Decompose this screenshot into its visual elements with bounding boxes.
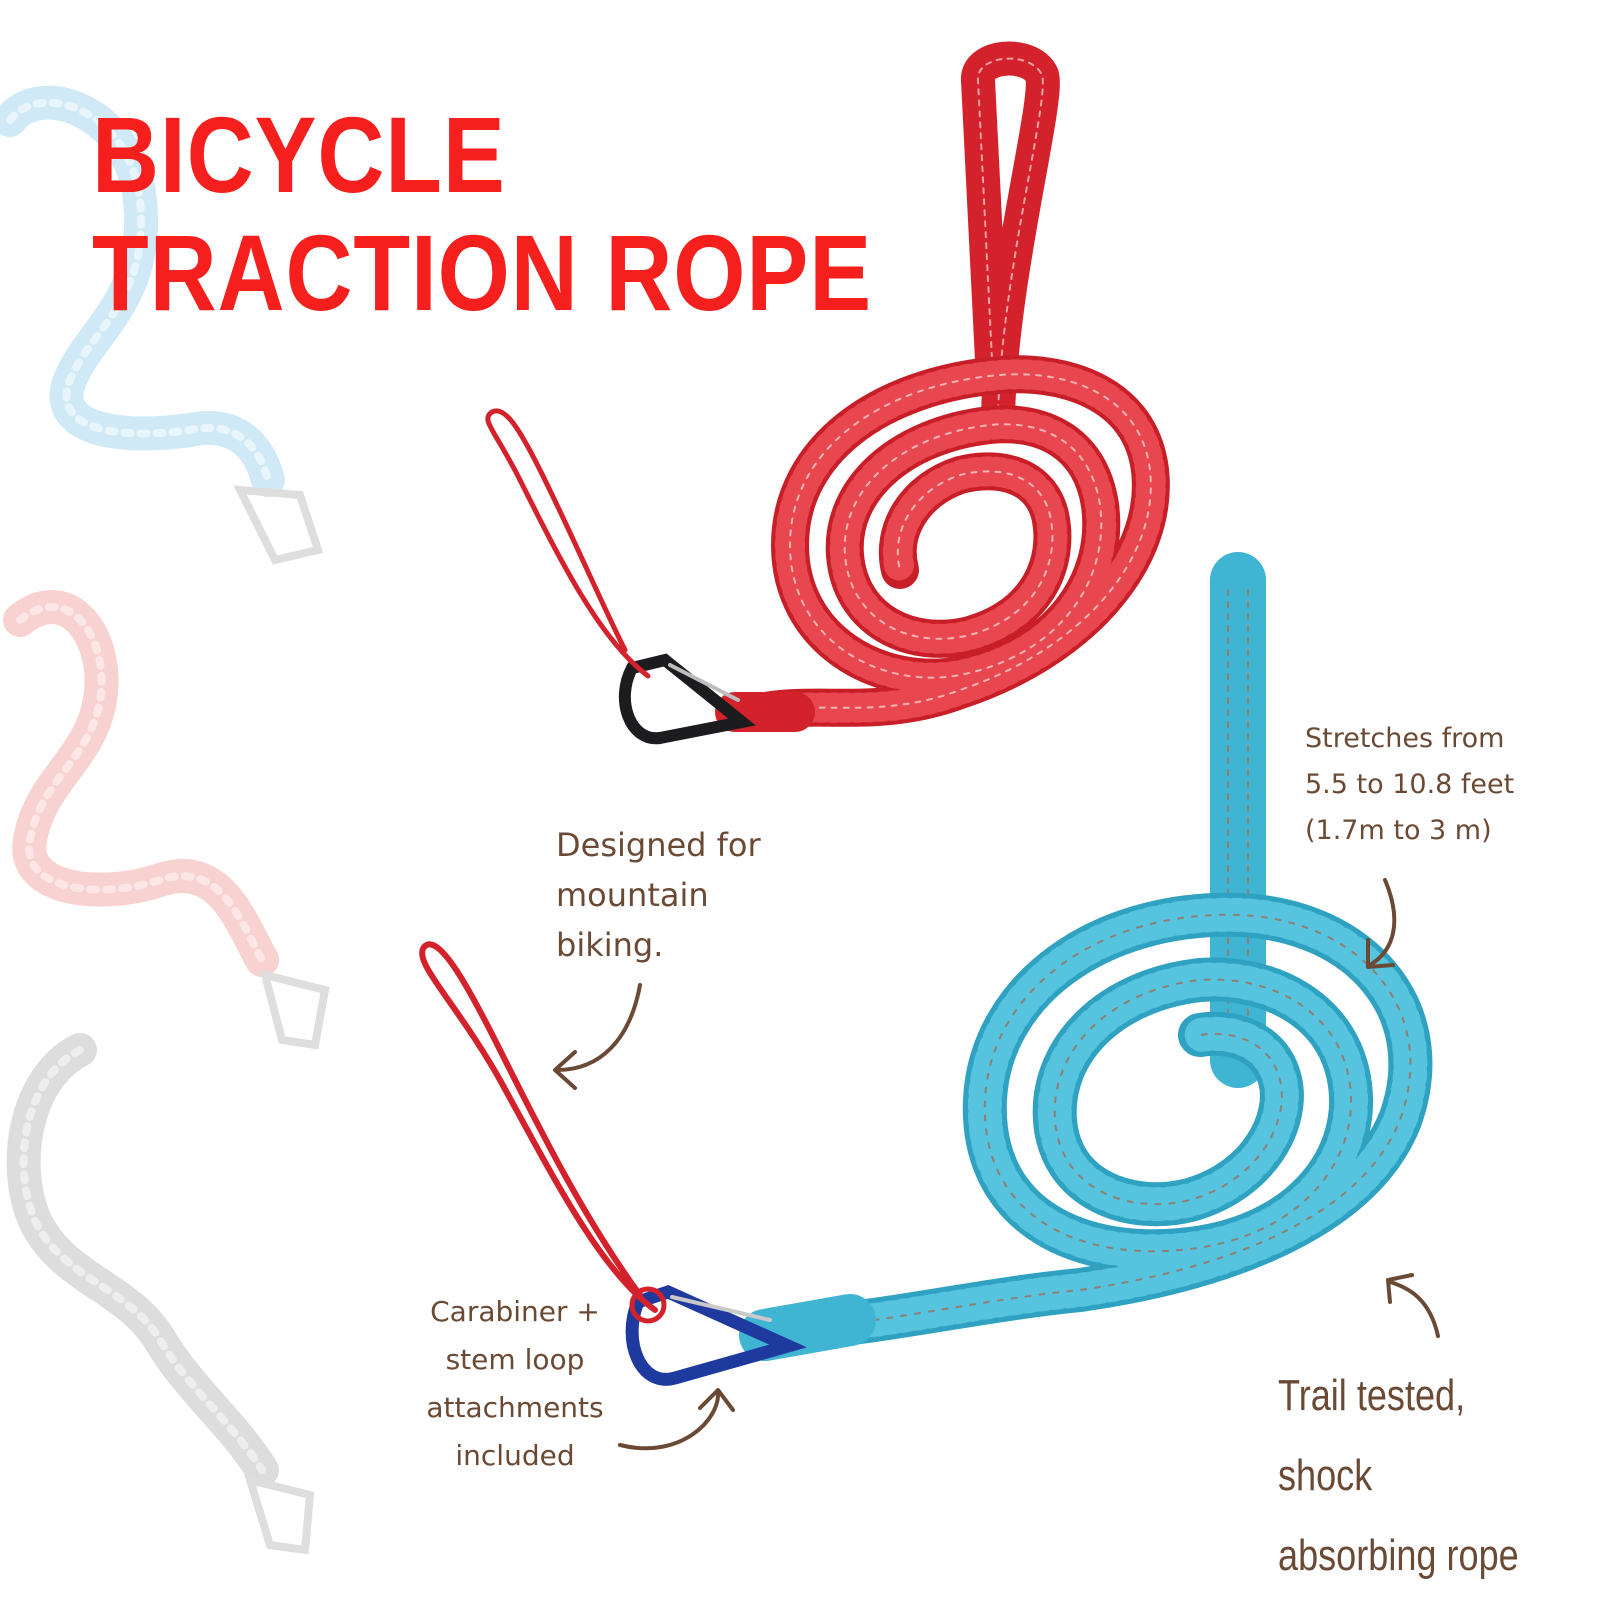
faded-gray-rope — [6, 1033, 315, 1555]
annotation-line: biking. — [556, 926, 664, 964]
annotation-line: Trail tested, shock — [1278, 1371, 1466, 1500]
annotation-trail: Trail tested, shock absorbing rope — [1278, 1356, 1542, 1596]
annotation-arrows — [553, 878, 1440, 1451]
title-line-1: BICYCLE — [92, 94, 506, 215]
annotation-line: (1.7m to 3 m) — [1305, 815, 1492, 846]
annotation-line: absorbing rope — [1278, 1531, 1519, 1580]
arrow-stretches — [1368, 878, 1397, 967]
arrow-carabiner — [618, 1390, 721, 1451]
annotation-line: mountain — [556, 876, 709, 914]
arrow-trail — [1388, 1280, 1440, 1338]
annotation-designed: Designed for mountain biking. — [556, 820, 761, 970]
annotation-line: included — [455, 1439, 575, 1472]
arrow-designed — [555, 983, 642, 1072]
product-title: BICYCLE TRACTION ROPE — [92, 96, 872, 332]
annotation-line: Carabiner + — [430, 1295, 600, 1328]
annotation-line: Stretches from — [1305, 723, 1505, 754]
title-line-2: TRACTION ROPE — [92, 212, 873, 333]
annotation-line: stem loop — [445, 1343, 585, 1376]
annotation-line: 5.5 to 10.8 feet — [1305, 769, 1515, 800]
annotation-line: attachments — [426, 1391, 604, 1424]
faded-red-rope — [3, 590, 330, 1050]
red-traction-rope — [485, 41, 1170, 745]
annotation-carabiner: Carabiner + stem loop attachments includ… — [410, 1288, 620, 1480]
faded-blue-rope — [0, 85, 324, 565]
annotation-stretches: Stretches from 5.5 to 10.8 feet (1.7m to… — [1305, 716, 1514, 854]
annotation-line: Designed for — [556, 826, 761, 864]
blue-traction-rope — [419, 552, 1433, 1386]
